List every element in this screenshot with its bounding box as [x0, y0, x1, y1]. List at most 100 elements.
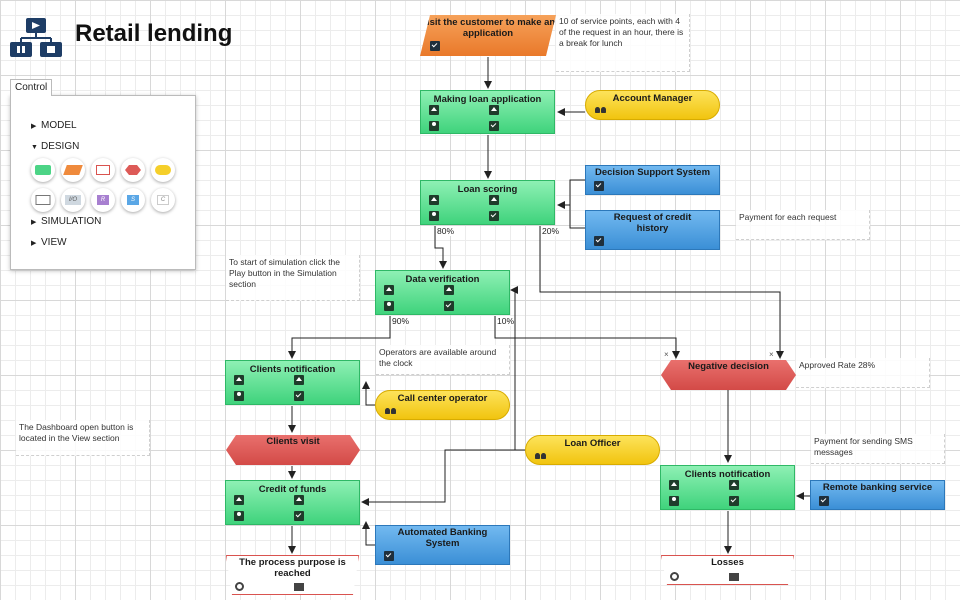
node-label: Clients notification — [249, 364, 336, 375]
chevron-right-icon: ▶ — [31, 240, 37, 247]
node-label: Decision Support System — [594, 167, 711, 178]
event-shape-icon — [63, 165, 83, 175]
end-shape-icon — [96, 165, 110, 175]
check-icon — [594, 236, 604, 246]
upload-icon — [294, 495, 304, 505]
check-icon — [430, 41, 440, 51]
node-account-manager[interactable]: Account Manager — [585, 90, 720, 120]
check-icon — [294, 391, 304, 401]
resource-shape-icon — [155, 165, 171, 175]
gauge-icon — [670, 572, 679, 581]
node-process-purpose-reached[interactable]: The process purpose is reached — [226, 555, 359, 595]
palette-document-button[interactable] — [31, 188, 55, 212]
edge-verification-to-negative — [494, 316, 680, 359]
palette-event-button[interactable] — [61, 158, 85, 182]
page-title: Retail lending — [75, 20, 233, 47]
check-icon — [384, 551, 394, 561]
palette-resource-button[interactable] — [151, 158, 175, 182]
user-icon — [429, 121, 439, 131]
user-icon — [234, 511, 244, 521]
palette-io-button[interactable]: I/O — [61, 188, 85, 212]
node-data-verification[interactable]: Data verification — [375, 270, 510, 315]
node-label: Losses — [711, 557, 744, 568]
check-icon — [594, 181, 604, 191]
node-remote-banking-service[interactable]: Remote banking service — [810, 480, 945, 510]
upload-icon — [729, 480, 739, 490]
node-loan-officer[interactable]: Loan Officer — [525, 435, 660, 465]
upload-icon — [234, 495, 244, 505]
people-icon — [595, 105, 607, 113]
palette-s-button[interactable]: S — [121, 188, 145, 212]
control-panel: ▶ MODEL ▼DESIGN I/O R S C ▶SIMULATION ▶ VI… — [10, 95, 196, 270]
percent-scoring-fail: 20% — [542, 226, 560, 236]
menu-item-design[interactable]: ▼DESIGN — [31, 141, 79, 152]
node-label: Making loan application — [433, 94, 542, 105]
check-icon — [294, 511, 304, 521]
node-making-loan-application[interactable]: Making loan application — [420, 90, 555, 134]
node-label: Loan scoring — [457, 184, 518, 195]
check-icon — [489, 121, 499, 131]
node-label: Remote banking service — [822, 482, 933, 493]
node-request-credit-history[interactable]: Request of credit history — [585, 210, 720, 250]
node-label: Loan Officer — [564, 438, 621, 449]
upload-icon — [489, 105, 499, 115]
edge-abs-to-credit — [362, 521, 375, 546]
node-automated-banking-system[interactable]: Automated Banking System — [375, 525, 510, 565]
menu-item-simulation[interactable]: ▶SIMULATION — [31, 216, 101, 227]
menu-item-label: MODEL — [41, 120, 77, 131]
upload-icon — [669, 480, 679, 490]
palette-decision-button[interactable] — [121, 158, 145, 182]
operation-shape-icon — [35, 165, 51, 175]
menu-item-label: VIEW — [41, 237, 67, 248]
node-label: Visit the customer to make an applicatio… — [420, 17, 556, 39]
edge-officer-to-verification — [510, 286, 518, 450]
edge-callcenter-to-notification — [362, 381, 375, 406]
node-label: The process purpose is reached — [239, 557, 346, 579]
menu-item-view[interactable]: ▶ VIEW — [31, 237, 67, 248]
node-loan-scoring[interactable]: Loan scoring — [420, 180, 555, 225]
node-label: Credit of funds — [258, 484, 327, 495]
node-label: Clients visit — [266, 436, 320, 447]
edge-officer-to-credit — [361, 449, 525, 506]
note-start-simulation: To start of simulation click the Play bu… — [226, 255, 360, 301]
user-icon — [234, 391, 244, 401]
note-payment-sms: Payment for sending SMS messages — [811, 434, 945, 464]
decision-shape-icon — [125, 165, 141, 175]
node-label: Account Manager — [612, 93, 693, 104]
node-label: Automated Banking System — [397, 527, 488, 549]
palette-end-button[interactable] — [91, 158, 115, 182]
palette-r-button[interactable]: R — [91, 188, 115, 212]
upload-icon — [384, 285, 394, 295]
upload-icon — [234, 375, 244, 385]
node-call-center-operator[interactable]: Call center operator — [375, 390, 510, 420]
edge-verification-to-notification — [288, 316, 391, 359]
palette-c-button[interactable]: C — [151, 188, 175, 212]
io-shape-icon: I/O — [65, 195, 81, 205]
check-icon — [489, 211, 499, 221]
node-credit-of-funds[interactable]: Credit of funds — [225, 480, 360, 525]
percent-verification-fail: 10% — [497, 316, 515, 326]
upload-icon — [444, 285, 454, 295]
node-clients-notification-right[interactable]: Clients notification — [660, 465, 795, 510]
close-icon: × — [769, 350, 774, 359]
r-shape-icon: R — [97, 195, 109, 205]
node-clients-notification-left[interactable]: Clients notification — [225, 360, 360, 405]
menu-item-model[interactable]: ▶ MODEL — [31, 120, 77, 131]
node-label: Request of credit history — [613, 212, 692, 234]
node-label: Clients notification — [684, 469, 771, 480]
check-icon — [729, 496, 739, 506]
node-losses[interactable]: Losses — [661, 555, 794, 585]
edge-systems-to-scoring-bracket — [569, 179, 585, 229]
check-icon — [444, 301, 454, 311]
node-visit-customer[interactable]: Visit the customer to make an applicatio… — [420, 15, 556, 56]
upload-icon — [429, 195, 439, 205]
chevron-right-icon: ▶ — [31, 123, 37, 130]
tab-control[interactable]: Control — [10, 79, 53, 96]
node-negative-decision[interactable]: Negative decision — [661, 360, 796, 390]
upload-icon — [429, 105, 439, 115]
palette-operation-button[interactable] — [31, 158, 55, 182]
note-payment-each: Payment for each request — [736, 210, 870, 240]
factory-icon — [729, 573, 739, 581]
node-decision-support-system[interactable]: Decision Support System — [585, 165, 720, 195]
node-clients-visit[interactable]: Clients visit — [226, 435, 360, 465]
